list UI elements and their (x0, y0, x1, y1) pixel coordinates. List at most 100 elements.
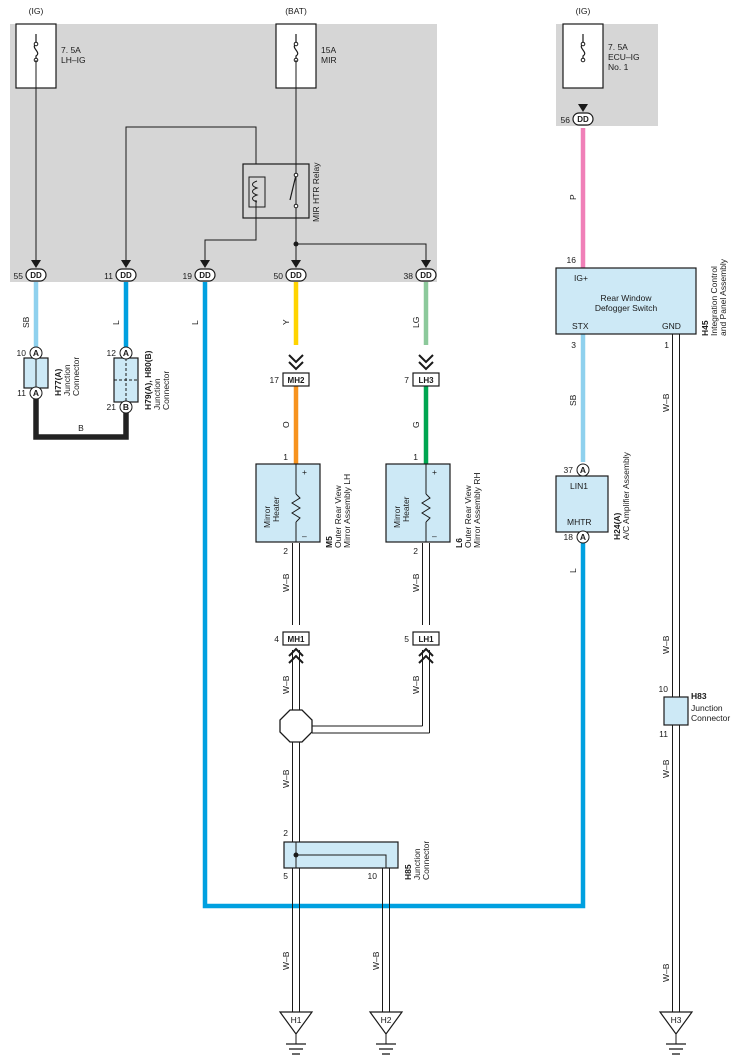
svg-text:Connector: Connector (421, 841, 431, 880)
svg-text:Mirror: Mirror (262, 506, 272, 528)
svg-text:Junction: Junction (152, 378, 162, 410)
splice-octagon (279, 709, 313, 743)
lh1-label: LH1 (418, 635, 434, 644)
wire-label-wb-h1: W–B (281, 951, 291, 970)
fuse-mir-rating: 15A (321, 45, 336, 55)
h45-label: H45 Integration Control and Panel Assemb… (700, 258, 728, 336)
h85-label: H85 Junction Connector (403, 841, 431, 880)
colored-wires (33, 128, 586, 909)
junction-connector-h85 (283, 841, 399, 869)
lh3-label: LH3 (418, 376, 434, 385)
dd-label-50: DD (290, 271, 302, 280)
h24-pin-18: 18 (564, 532, 574, 542)
h24-pin-37: 37 (564, 465, 574, 475)
wire-label-l-main: L (190, 320, 200, 325)
m5-minus: – (302, 531, 307, 541)
wire-label-g: G (411, 421, 421, 428)
m5-plus: + (302, 467, 307, 477)
svg-text:Mirror Assembly RH: Mirror Assembly RH (472, 472, 482, 548)
pin-11: 11 (104, 271, 113, 281)
svg-text:Integration Control: Integration Control (709, 266, 719, 336)
h45-pin-16: 16 (567, 255, 577, 265)
lh3-pin: 7 (404, 375, 409, 385)
wb-wires (292, 334, 680, 1012)
mh1-label: MH1 (288, 635, 305, 644)
h79-pin-b: B (123, 402, 129, 412)
dd-label-55: DD (30, 271, 42, 280)
h24-label: H24(A) A/C Amplifier Assembly (612, 451, 631, 540)
junction-block-panel (10, 24, 437, 282)
wire-label-wb-lh1: W–B (411, 675, 421, 694)
m5-heater-label: Mirror Heater (262, 496, 281, 528)
svg-text:Mirror: Mirror (392, 506, 402, 528)
svg-text:H45: H45 (700, 320, 710, 336)
h85-pin-5: 5 (283, 871, 288, 881)
fuse-ecu-ig-rating: 7. 5A (608, 42, 628, 52)
lh1-pin: 5 (404, 634, 409, 644)
svg-text:Heater: Heater (271, 496, 281, 522)
wire-label-p: P (568, 194, 578, 200)
wire-label-wb-h2: W–B (371, 951, 381, 970)
svg-text:M5: M5 (324, 536, 334, 548)
l6-label: L6 Outer Rear View Mirror Assembly RH (454, 472, 482, 548)
h85-splice (293, 852, 299, 858)
ac-amplifier-h24 (555, 463, 609, 544)
ground-h2 (368, 1011, 404, 1055)
relay-label: MIR HTR Relay (311, 162, 321, 222)
fuse-ecu-ig-number: No. 1 (608, 62, 629, 72)
mir-htr-relay (242, 163, 310, 219)
integration-control-h45 (555, 267, 697, 335)
h83-pin-10: 10 (659, 684, 669, 694)
pin-19: 19 (183, 271, 193, 281)
l6-heater-label: Mirror Heater (392, 496, 411, 528)
h77-pin-a-bottom: A (33, 388, 39, 398)
fuse-mir-name: MIR (321, 55, 337, 65)
wire-label-sb-right: SB (568, 394, 578, 406)
source-bat: (BAT) (285, 6, 307, 16)
h45-title-1: Rear Window (600, 293, 652, 303)
svg-text:Heater: Heater (401, 496, 411, 522)
h77-pin-a-top: A (33, 348, 39, 358)
pin-38: 38 (404, 271, 414, 281)
h79-pin-21: 21 (107, 402, 117, 412)
ground-h1 (278, 1011, 314, 1055)
mh2-pin: 17 (270, 375, 280, 385)
h85-pin-10: 10 (368, 871, 378, 881)
svg-text:Junction: Junction (412, 848, 422, 880)
pin-50: 50 (274, 271, 284, 281)
wire-label-wb-splice: W–B (281, 769, 291, 788)
wire-label-y: Y (281, 319, 291, 325)
h77-pin-11: 11 (17, 388, 26, 398)
dd-label-56: DD (577, 115, 589, 124)
h45-gnd-terminal: GND (662, 321, 681, 331)
svg-text:Connector: Connector (161, 371, 171, 410)
l6-minus: – (432, 531, 437, 541)
wire-label-l-right: L (568, 568, 578, 573)
h79-label: H79(A), H80(B) Junction Connector (143, 350, 171, 410)
splice-dot (293, 241, 299, 247)
h24-mhtr-terminal: MHTR (567, 517, 592, 527)
svg-text:and Panel Assembly: and Panel Assembly (718, 258, 728, 336)
fuse-lh-ig-rating: 7. 5A (61, 45, 81, 55)
wire-label-lg: LG (411, 317, 421, 328)
wire-label-b: B (78, 423, 84, 433)
h77-pin-10: 10 (17, 348, 27, 358)
wire-label-wb-gnd3: W–B (661, 759, 671, 778)
h24-pin-a-top: A (580, 465, 586, 475)
h83-pin-11: 11 (659, 729, 668, 739)
inline-connector-mh1 (282, 631, 310, 664)
source-ig-right: (IG) (576, 6, 591, 16)
svg-text:A/C Amplifier Assembly: A/C Amplifier Assembly (621, 451, 631, 540)
h45-title-2: Defogger Switch (595, 303, 658, 313)
h79-pin-a: A (123, 348, 129, 358)
svg-text:H24(A): H24(A) (612, 512, 622, 540)
inline-connector-mh2 (282, 354, 310, 387)
svg-text:Connector: Connector (71, 357, 81, 396)
l6-plus: + (432, 467, 437, 477)
m5-pin-2: 2 (283, 546, 288, 556)
source-ig-left: (IG) (29, 6, 44, 16)
svg-text:Junction: Junction (62, 364, 72, 396)
wire-label-wb-mh1: W–B (281, 675, 291, 694)
svg-text:Outer Rear View: Outer Rear View (333, 484, 343, 548)
